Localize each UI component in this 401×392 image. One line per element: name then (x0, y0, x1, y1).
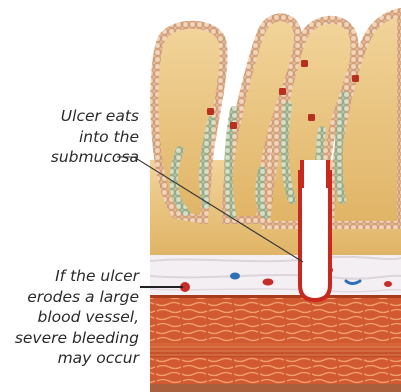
annotation-line: Ulcer eats (51, 106, 139, 127)
annotation-line: If the ulcer (15, 266, 139, 287)
muscle-layer-upper (150, 295, 401, 343)
annotation-line: severe bleeding (15, 328, 139, 349)
annotation-line: erodes a large (15, 287, 139, 308)
annotation-bleeding-risk: If the ulcer erodes a large blood vessel… (15, 266, 139, 369)
ulcer-crater (300, 185, 330, 300)
annotation-line: blood vessel, (15, 307, 139, 328)
annotation-line: into the (51, 127, 139, 148)
annotation-line: submucosa (51, 147, 139, 168)
annotation-ulcer-depth: Ulcer eats into the submucosa (51, 106, 139, 168)
annotation-line: may occur (15, 348, 139, 369)
